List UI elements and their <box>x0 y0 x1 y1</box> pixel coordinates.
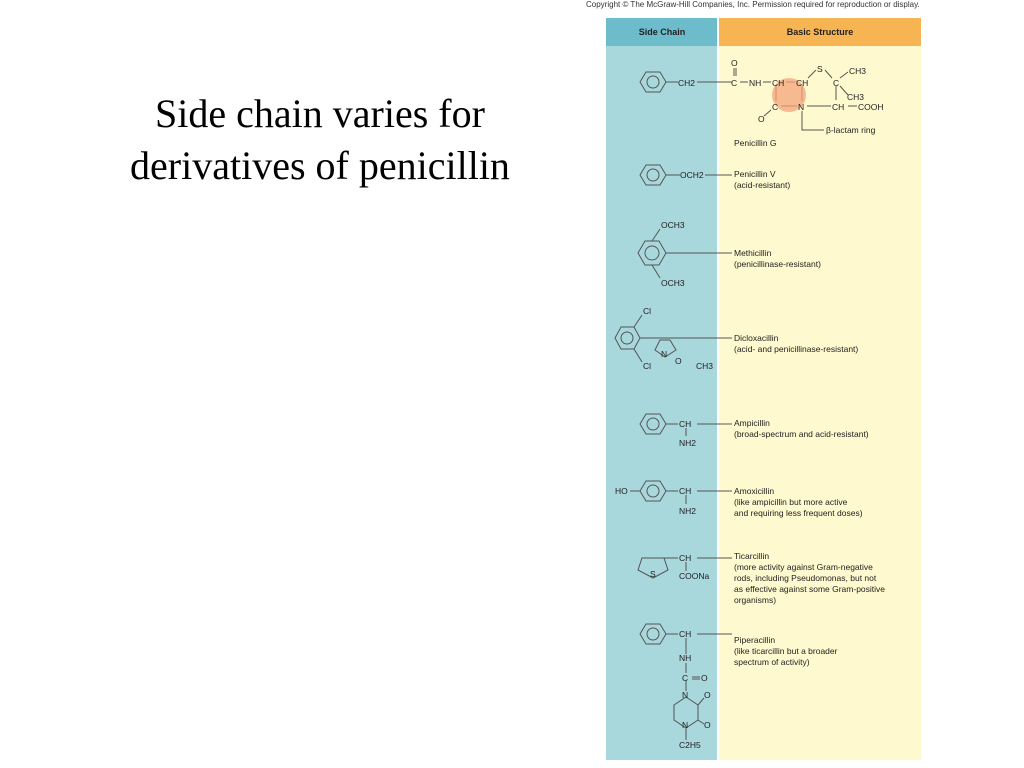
ch-cooh-label: CH <box>832 102 844 112</box>
nh-label: NH <box>749 78 761 88</box>
penicillin-g-label: Penicillin G <box>734 138 777 148</box>
derivative-penicillin-v: Penicillin V (acid-resistant) <box>734 169 919 191</box>
carbonyl-oxygen-label: O <box>731 58 738 68</box>
lactam-carbon-label: C <box>772 102 778 112</box>
dicloxacillin-ch3: CH3 <box>696 361 713 371</box>
dicloxacillin-n: N <box>661 349 667 359</box>
piperacillin-c: C <box>682 673 688 683</box>
derivative-name: Penicillin V <box>734 169 776 179</box>
lactam-oxygen-label: O <box>758 114 765 124</box>
derivative-piperacillin: Piperacillin (like ticarcillin but a bro… <box>734 635 919 668</box>
slide-title-line-2: derivatives of penicillin <box>130 143 510 188</box>
derivative-name: Amoxicillin <box>734 486 775 496</box>
derivative-name: Piperacillin <box>734 635 776 645</box>
ampicillin-ch: CH <box>679 419 691 429</box>
beta-lactam-highlight <box>772 78 806 112</box>
quaternary-carbon-label: C <box>833 78 839 88</box>
nitrogen-label: N <box>798 102 804 112</box>
methicillin-och3-bottom: OCH3 <box>661 278 685 288</box>
ticarcillin-ch: CH <box>679 553 691 563</box>
amoxicillin-nh2: NH2 <box>679 506 696 516</box>
ch3-mid-label: CH3 <box>847 92 864 102</box>
basic-structure-header-bg <box>718 18 921 46</box>
derivative-note: (more activity against Gram-negative rod… <box>734 562 886 605</box>
isoxazole-ring <box>654 339 677 358</box>
derivative-note: (like ticarcillin but a broader spectrum… <box>734 646 838 667</box>
derivative-note: (like ampicillin but more active and req… <box>734 497 863 518</box>
basic-structure-header: Basic Structure <box>787 27 854 37</box>
piperacillin-o2: O <box>704 690 711 700</box>
derivative-note: (acid-resistant) <box>734 180 791 190</box>
derivative-name: Dicloxacillin <box>734 333 779 343</box>
dicloxacillin-cl-bottom: Cl <box>643 361 651 371</box>
ch3-top-label: CH3 <box>849 66 866 76</box>
piperacillin-c2h5: C2H5 <box>679 740 701 750</box>
dicloxacillin-o: O <box>675 356 682 366</box>
ch-label-b: CH <box>796 78 808 88</box>
och2-label: OCH2 <box>680 170 704 180</box>
ticarcillin-coona: COONa <box>679 571 710 581</box>
piperacillin-n2: N <box>682 720 688 730</box>
ampicillin-nh2: NH2 <box>679 438 696 448</box>
derivative-note: (broad-spectrum and acid-resistant) <box>734 429 869 439</box>
piperacillin-n1: N <box>682 690 688 700</box>
ch2-label: CH2 <box>678 78 695 88</box>
amoxicillin-ho: HO <box>615 486 628 496</box>
amoxicillin-ch: CH <box>679 486 691 496</box>
dicloxacillin-cl-top: Cl <box>643 306 651 316</box>
derivative-name: Ampicillin <box>734 418 770 428</box>
side-chain-header: Side Chain <box>639 27 686 37</box>
methicillin-och3-top: OCH3 <box>661 220 685 230</box>
beta-lactam-ring-label: β-lactam ring <box>826 125 876 135</box>
derivative-name: Ticarcillin <box>734 551 770 561</box>
derivative-amoxicillin: Amoxicillin (like ampicillin but more ac… <box>734 486 919 519</box>
ticarcillin-s: S <box>650 569 656 579</box>
slide-title-line-1: Side chain varies for <box>155 91 485 136</box>
sulfur-label: S <box>817 64 823 74</box>
derivative-ampicillin: Ampicillin (broad-spectrum and acid-resi… <box>734 418 919 440</box>
piperacillin-nh: NH <box>679 653 691 663</box>
derivative-note: (acid- and penicillinase-resistant) <box>734 344 859 354</box>
derivative-ticarcillin: Ticarcillin (more activity against Gram-… <box>734 551 919 606</box>
copyright-notice: Copyright © The McGraw-Hill Companies, I… <box>586 0 920 9</box>
ch-label-a: CH <box>772 78 784 88</box>
side-chain-header-bg <box>606 18 718 46</box>
piperacillin-ch: CH <box>679 629 691 639</box>
derivative-methicillin: Methicillin (penicillinase-resistant) <box>734 248 919 270</box>
basic-structure-column <box>718 18 921 760</box>
cooh-label: COOH <box>858 102 884 112</box>
derivative-dicloxacillin: Dicloxacillin (acid- and penicillinase-r… <box>734 333 919 355</box>
side-chain-column <box>606 18 718 760</box>
derivative-name: Methicillin <box>734 248 772 258</box>
thiophene-ring <box>637 557 669 579</box>
carbonyl-carbon-label: C <box>731 78 737 88</box>
piperacillin-o3: O <box>704 720 711 730</box>
piperacillin-o1: O <box>701 673 708 683</box>
derivative-note: (penicillinase-resistant) <box>734 259 821 269</box>
slide-title: Side chain varies for derivatives of pen… <box>80 88 560 192</box>
